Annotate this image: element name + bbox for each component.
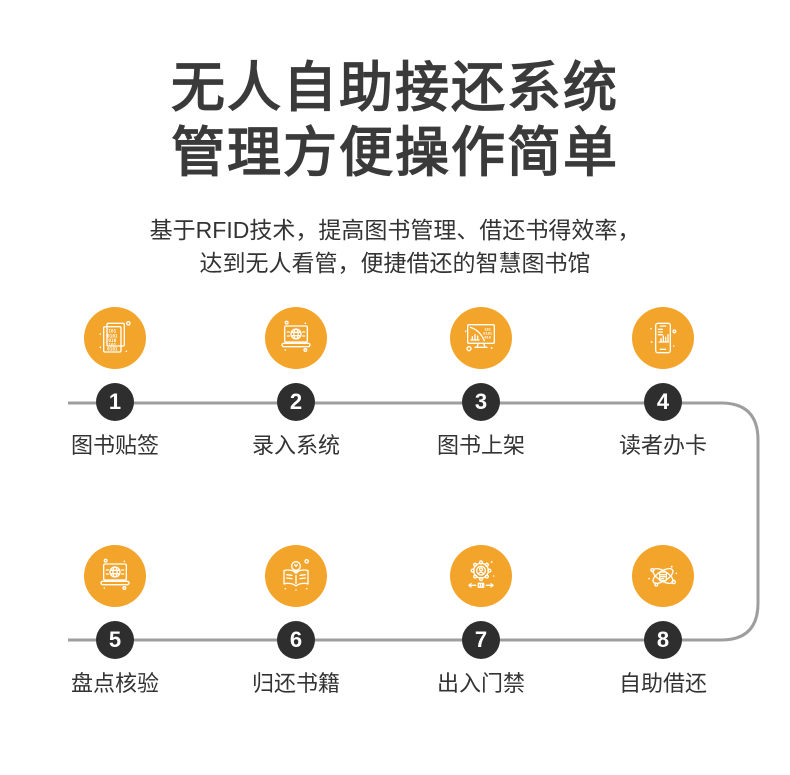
flow-step-8: 8 自助借还 (573, 545, 753, 698)
svg-text:101: 101 (108, 329, 116, 335)
step-label: 出入门禁 (436, 671, 525, 696)
flow-step-1: 101 0101 010 101 0101 1 图书贴签 (25, 307, 205, 460)
svg-text:101: 101 (484, 328, 491, 332)
flow-step-2: 2 录入系统 (206, 307, 386, 460)
flow-step-5: 5 盘点核验 (25, 545, 205, 698)
laptop-globe-icon (265, 307, 327, 369)
laptop-globe-icon (84, 545, 146, 607)
page-title-line1: 无人自助接还系统 (171, 58, 619, 118)
step-number-badge: 2 (277, 383, 315, 421)
flow-step-6: 6 归还书籍 (206, 545, 386, 698)
step-label: 归还书籍 (251, 671, 340, 696)
step-number-badge: 3 (462, 383, 500, 421)
flow-step-7: 7 出入门禁 (391, 545, 571, 698)
svg-text:0101: 0101 (107, 347, 118, 353)
step-number-badge: 5 (96, 621, 134, 659)
gear-person-icon (450, 545, 512, 607)
step-label: 录入系统 (251, 433, 340, 458)
step-number-badge: 4 (644, 383, 682, 421)
step-label: 图书贴签 (70, 433, 159, 458)
page-subtitle: 基于RFID技术，提高图书管理、借还书得效率， 达到无人看管，便捷借还的智慧图书… (0, 214, 790, 281)
flow-step-4: 4 读者办卡 (573, 307, 753, 460)
step-number-badge: 8 (644, 621, 682, 659)
page-title-line2: 管理方便操作简单 (171, 122, 619, 183)
atom-orbit-icon (632, 545, 694, 607)
flow-step-3: 101 0101 010 3 图书上架 (391, 307, 571, 460)
step-number-badge: 1 (96, 383, 134, 421)
svg-text:010: 010 (484, 336, 491, 340)
step-number-badge: 7 (462, 621, 500, 659)
svg-text:0101: 0101 (107, 333, 118, 339)
svg-text:010: 010 (108, 338, 116, 344)
svg-text:0101: 0101 (483, 332, 493, 336)
page-title: 无人自助接还系统 管理方便操作简单 (0, 56, 790, 186)
step-label: 盘点核验 (70, 671, 159, 696)
monitor-data-icon: 101 0101 010 (450, 307, 512, 369)
page-subtitle-line1: 基于RFID技术，提高图书管理、借还书得效率， (149, 217, 641, 243)
step-label: 图书上架 (436, 433, 525, 458)
svg-text:101: 101 (108, 343, 116, 349)
step-number-badge: 6 (277, 621, 315, 659)
phone-chart-icon (632, 307, 694, 369)
binary-document-icon: 101 0101 010 101 0101 (84, 307, 146, 369)
step-label: 读者办卡 (618, 433, 707, 458)
page-subtitle-line2: 达到无人看管，便捷借还的智慧图书馆 (199, 250, 591, 277)
step-label: 自助借还 (618, 671, 707, 696)
book-bulb-icon (265, 545, 327, 607)
